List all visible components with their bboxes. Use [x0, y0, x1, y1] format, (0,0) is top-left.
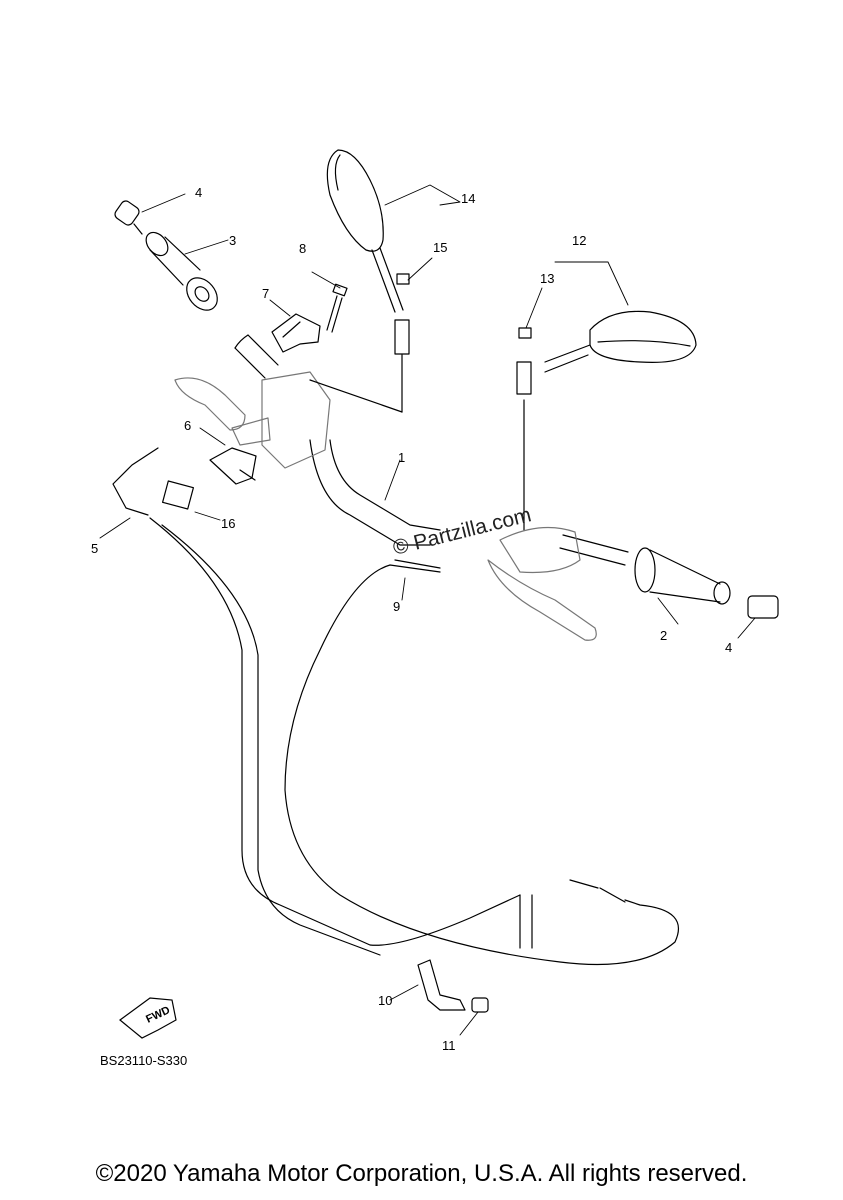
callout-10: 10 — [378, 993, 392, 1008]
callout-7: 7 — [262, 286, 269, 301]
grip-end-left — [114, 200, 143, 235]
callout-11: 11 — [442, 1038, 456, 1053]
callout-3: 3 — [229, 233, 236, 248]
callout-5: 5 — [91, 541, 98, 556]
mirror-right — [516, 310, 697, 531]
fwd-label: FWD — [144, 1004, 172, 1025]
throttle-cable — [112, 447, 533, 956]
bracket-upper — [271, 313, 321, 353]
callout-13: 13 — [540, 271, 554, 286]
starter-cable — [284, 559, 680, 966]
watermark: © Partzilla.com — [391, 503, 534, 560]
parts-diagram: FWD 1 2 3 4 4 5 6 7 8 9 10 11 12 13 14 1… — [91, 149, 779, 1068]
copyright-notice: ©2020 Yamaha Motor Corporation, U.S.A. A… — [95, 1160, 748, 1187]
leader-lines — [99, 184, 756, 1036]
right-switch-assembly — [487, 526, 597, 641]
callout-12: 12 — [572, 233, 586, 248]
bolt-8 — [326, 283, 348, 333]
mirror-left — [309, 149, 410, 413]
callout-4-left: 4 — [195, 185, 202, 200]
callout-6: 6 — [184, 418, 191, 433]
callout-14: 14 — [461, 191, 475, 206]
callout-8: 8 — [299, 241, 306, 256]
grip-left — [145, 231, 218, 311]
cable-guide — [417, 959, 466, 1011]
left-switch-assembly — [174, 371, 331, 469]
cable-holder — [161, 480, 195, 510]
callout-4-right: 4 — [725, 640, 732, 655]
callout-9: 9 — [393, 599, 400, 614]
callout-15: 15 — [433, 240, 447, 255]
callout-16: 16 — [221, 516, 235, 531]
bolt-11 — [471, 997, 489, 1013]
diagram-code: BS23110-S330 — [100, 1053, 187, 1068]
callout-2: 2 — [660, 628, 667, 643]
mirror-nut-right — [518, 327, 532, 339]
grip-right — [634, 547, 731, 605]
mirror-nut-left — [396, 273, 410, 285]
bracket-lower — [209, 447, 257, 485]
callout-1: 1 — [398, 450, 405, 465]
grip-end-right — [747, 595, 779, 619]
fwd-arrow: FWD — [119, 997, 177, 1039]
